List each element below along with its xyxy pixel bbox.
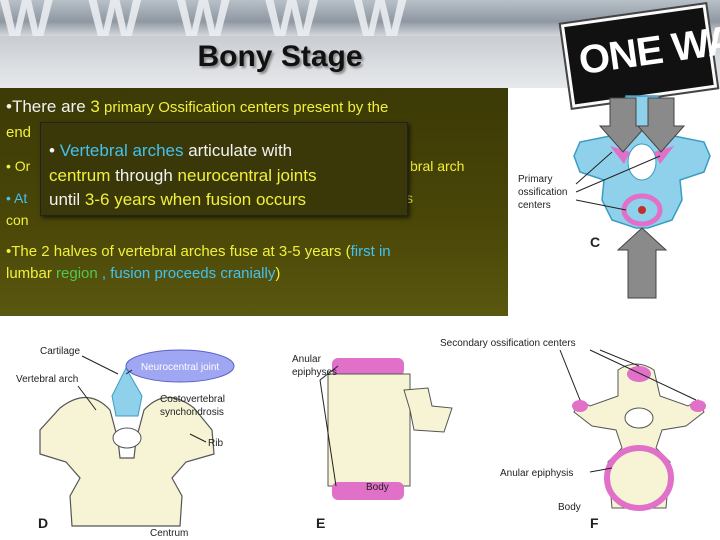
centrum-core xyxy=(638,206,646,214)
secondary-center-left xyxy=(572,400,588,412)
label-costovertebral-2: synchondrosis xyxy=(160,407,224,418)
leader-f-1 xyxy=(559,349,581,401)
label-costovertebral-1: Costovertebral xyxy=(160,394,225,405)
callout-articulate: articulate with xyxy=(183,141,293,160)
label-anular-f: Anular epiphysis xyxy=(500,468,573,479)
spinal-canal-c xyxy=(627,143,657,181)
arrow-up-icon xyxy=(616,227,668,299)
leader-e-2 xyxy=(319,379,337,487)
label-primary-2: ossification xyxy=(518,187,567,198)
bullet3-end: s xyxy=(406,190,413,206)
figure-f-secondary: Secondary ossification centers Anular ep… xyxy=(440,338,706,531)
label-e: E xyxy=(316,515,325,531)
callout-years: 3-6 years xyxy=(84,190,156,209)
bullet4-open-paren: ( xyxy=(341,243,351,260)
leader-d-4 xyxy=(189,433,207,443)
label-secondary: Secondary ossification centers xyxy=(440,338,576,349)
callout-arches: Vertebral arches xyxy=(59,141,184,160)
label-primary-3: centers xyxy=(518,200,551,211)
bullet3-continuation: con xyxy=(6,212,29,228)
bullet4-prefix: •The 2 halves of vertebral arches fuse xyxy=(6,243,263,260)
secondary-center-right xyxy=(690,400,706,412)
callout-centrum: centrum xyxy=(49,166,111,185)
callout-line-1: • Vertebral arches articulate with xyxy=(49,141,292,161)
primary-center-left-arch xyxy=(610,146,630,164)
leader-d-3 xyxy=(125,369,133,375)
bullet4-when: at 3-5 years xyxy=(262,243,342,260)
arrow-down-right-icon xyxy=(636,97,686,153)
bullet1-continuation: end xyxy=(6,124,32,141)
callout-fusion: when fusion occurs xyxy=(155,190,307,209)
bullet1-text: primary Ossification centers present by … xyxy=(99,99,389,116)
label-c: C xyxy=(590,234,600,250)
banner-decoration: W W W W W xyxy=(0,0,417,36)
callout-joints: neurocentral joints xyxy=(177,166,317,185)
bullet3-start: • At xyxy=(6,190,28,206)
label-anular-1: Anular xyxy=(292,354,322,365)
canal-f xyxy=(624,407,654,429)
label-d: D xyxy=(38,515,48,531)
callout-until: until xyxy=(49,190,85,209)
leader-e-1 xyxy=(319,365,339,381)
bullet1-prefix: •There are xyxy=(6,97,91,116)
leader-d-2 xyxy=(77,385,97,411)
anular-epiphysis-top xyxy=(332,358,404,376)
bullet-fusion-line1: •The 2 halves of vertebral arches fuse a… xyxy=(6,243,391,260)
callout-line-3: until 3-6 years when fusion occurs xyxy=(49,190,306,210)
canal-d xyxy=(112,427,142,449)
primary-center-right-arch xyxy=(654,146,674,164)
cartilage-d xyxy=(111,366,143,417)
bullet4-proceeds: fusion proceeds cranially xyxy=(110,265,276,282)
label-body-e: Body xyxy=(366,482,389,493)
label-neurocentral-joint: Neurocentral joint xyxy=(141,362,220,373)
bullet-fusion-line2: lumbar region , fusion proceeds craniall… xyxy=(6,265,280,282)
label-primary-1: Primary xyxy=(518,174,552,185)
label-centrum: Centrum xyxy=(150,528,188,539)
leader-c-3 xyxy=(575,199,627,211)
sign-text: ONE WAY xyxy=(576,14,720,84)
bullet4-lumbar: lumbar xyxy=(6,265,52,282)
label-cartilage: Cartilage xyxy=(40,346,80,357)
callout-line-2: centrum through neurocentral joints xyxy=(49,166,316,186)
label-body-f: Body xyxy=(558,502,581,513)
figure-d-neurocentral: Neurocentral joint Cartilage Vertebral a… xyxy=(16,346,235,539)
bullet4-first-in: first in xyxy=(350,243,391,260)
figure-c-primary-centers: Primary ossification centers C xyxy=(518,95,711,299)
bullet4-close-paren: ) xyxy=(275,265,281,282)
callout-through: through xyxy=(110,166,178,185)
anular-epiphysis-ring xyxy=(604,445,674,511)
bullet-primary-centers: •There are 3 primary Ossification center… xyxy=(6,97,388,117)
vertebral-body-e xyxy=(327,373,411,487)
arch-e xyxy=(403,387,453,433)
slide-title: Bony Stage xyxy=(197,40,363,73)
leader-c-1 xyxy=(575,151,613,185)
label-f: F xyxy=(590,515,599,531)
vertebra-d-outline xyxy=(39,396,215,527)
arrow-down-left-icon xyxy=(598,97,648,153)
label-rib: Rib xyxy=(208,438,223,449)
bullet2-start: • Or xyxy=(6,158,31,174)
leader-f-4 xyxy=(589,467,613,473)
anular-epiphysis-bottom xyxy=(332,482,404,500)
leader-d-1 xyxy=(81,355,119,375)
leader-c-2 xyxy=(575,155,661,193)
label-vertebral-arch: Vertebral arch xyxy=(16,374,78,385)
bullet4-separator: , xyxy=(97,265,111,282)
leader-f-3 xyxy=(589,349,697,401)
callout-box: • Vertebral arches articulate with centr… xyxy=(40,122,408,216)
neurocentral-joint-bubble xyxy=(125,349,235,383)
leader-f-2 xyxy=(599,349,640,367)
callout-bullet: • xyxy=(49,141,60,160)
bullet1-number: 3 xyxy=(90,97,100,116)
bullet4-region: region xyxy=(51,265,98,282)
label-anular-2: epiphyses xyxy=(292,367,337,378)
secondary-center-spine xyxy=(627,366,651,382)
bullet2-end: bral arch xyxy=(410,158,465,174)
figure-e-anular: Anular epiphyses Body E xyxy=(292,354,453,531)
vertebra-f-outline xyxy=(573,363,705,509)
